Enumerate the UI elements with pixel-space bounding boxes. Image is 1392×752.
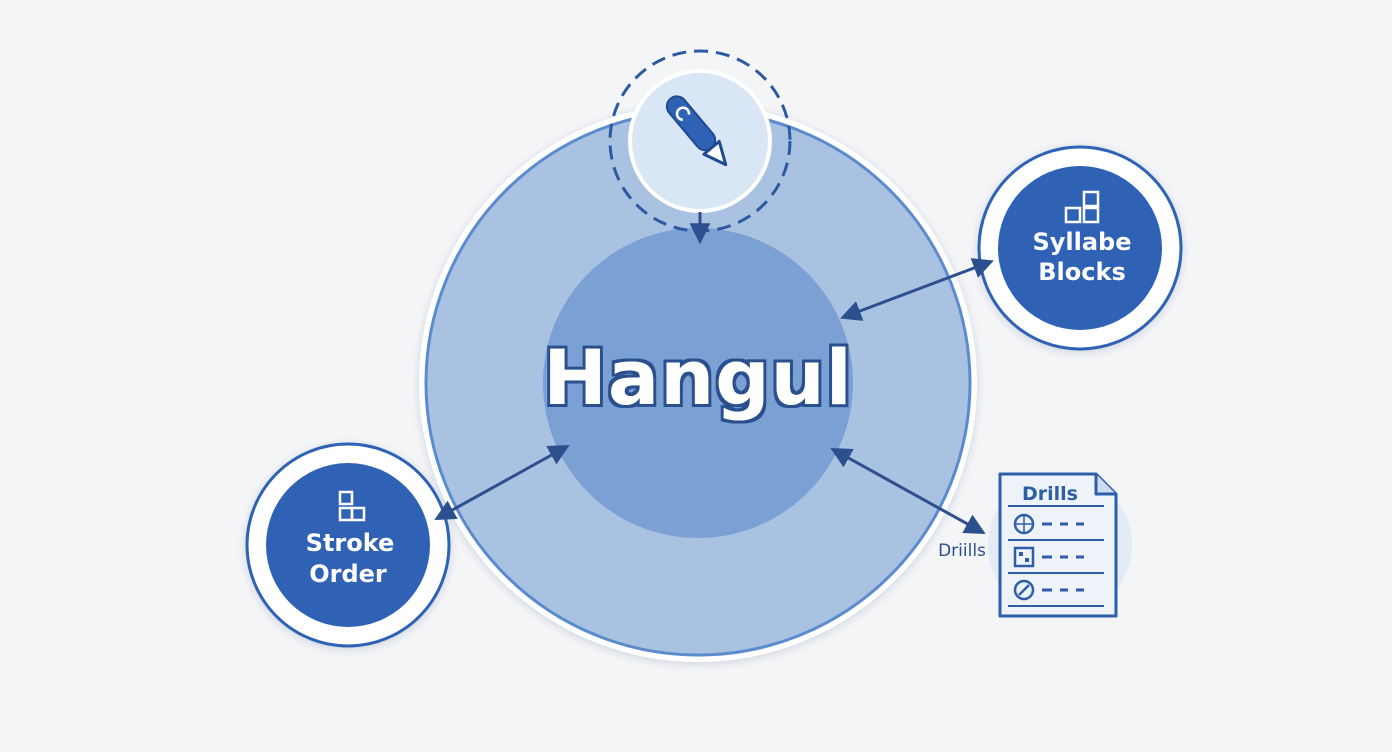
- document-icon: [998, 472, 1118, 618]
- drills-doc-title: Drills: [1022, 483, 1078, 505]
- center-title: Hangul: [543, 333, 853, 422]
- stroke-order-line1: Stroke: [306, 529, 395, 557]
- writing-node[interactable]: [608, 49, 792, 233]
- connector-stroke-order: [434, 444, 570, 521]
- connector-drills: [830, 447, 986, 535]
- stroke-order-node[interactable]: Stroke Order: [245, 442, 451, 648]
- drills-side-label: Driills: [938, 541, 986, 561]
- blocks-icon: [1064, 190, 1100, 224]
- syllable-blocks-line1: Syllabe: [1032, 228, 1131, 256]
- pen-icon: [665, 95, 728, 167]
- stroke-order-line2: Order: [309, 560, 387, 588]
- connector-syllable-blocks: [840, 258, 994, 321]
- blocks-icon: [338, 490, 366, 522]
- drills-node[interactable]: Drills: [988, 472, 1132, 618]
- syllable-blocks-line2: Blocks: [1038, 258, 1125, 286]
- syllable-blocks-node[interactable]: Syllabe Blocks: [977, 145, 1183, 351]
- center-core: [543, 228, 853, 538]
